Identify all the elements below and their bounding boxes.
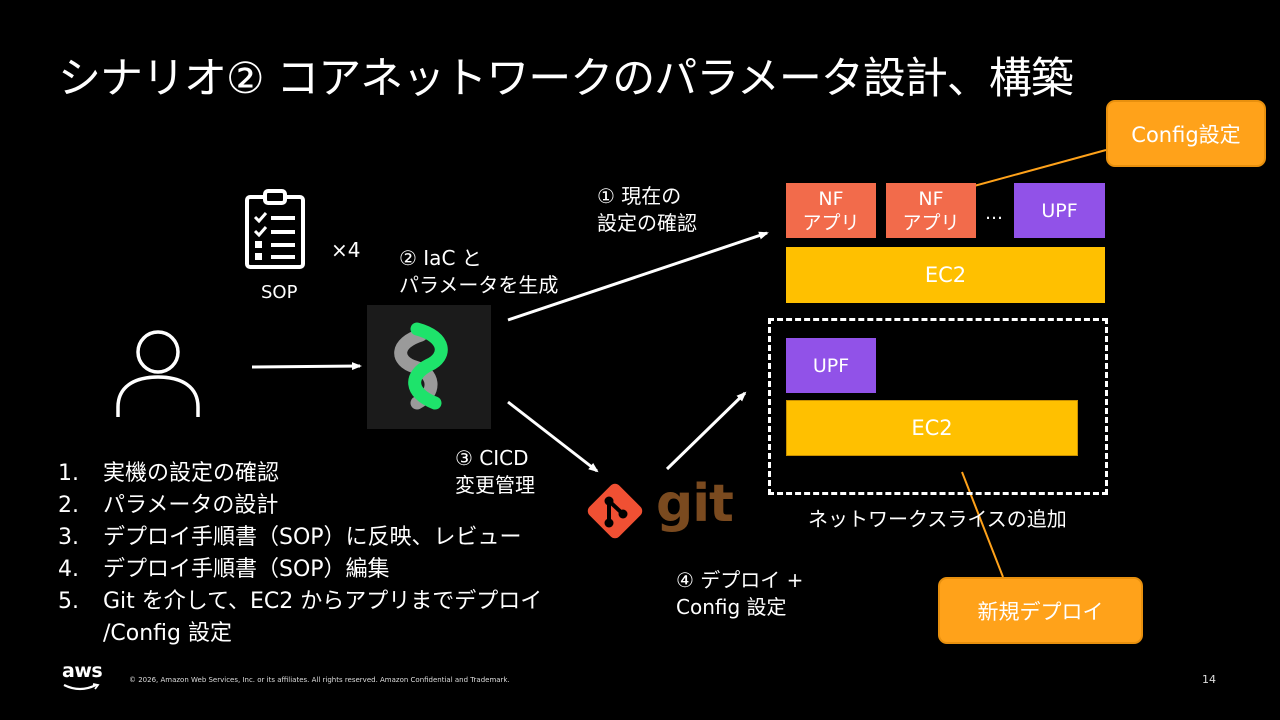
upf-existing: UPF: [1014, 183, 1105, 238]
step1-label: ① 現在の設定の確認: [597, 184, 697, 235]
git-wordmark: git: [656, 474, 734, 534]
copyright: © 2026, Amazon Web Services, Inc. or its…: [129, 676, 510, 684]
git-icon: [587, 483, 643, 539]
list-item: 3.デプロイ手順書（SOP）に反映、レビュー: [58, 525, 522, 550]
arrow-git-to-new: [665, 391, 747, 471]
aws-smile-icon: [63, 683, 100, 691]
network-slice-frame: [768, 318, 1108, 495]
config-callout-connector: [962, 149, 1107, 190]
clipboard-icon: [245, 189, 305, 269]
config-callout: Config設定: [1106, 100, 1266, 167]
page-title: シナリオ② コアネットワークのパラメータ設計、構築: [58, 54, 1074, 104]
sop-multiplier: ×4: [331, 238, 361, 262]
upf-new: UPF: [786, 338, 876, 393]
user-icon: [116, 330, 200, 417]
list-item: 5.Git を介して、EC2 からアプリまでデプロイ: [58, 589, 543, 614]
slice-caption: ネットワークスライスの追加: [808, 507, 1067, 531]
list-item: 2.パラメータの設計: [58, 493, 279, 518]
new-deploy-callout-connector: [961, 471, 1004, 578]
page-number: 14: [1202, 673, 1216, 686]
new-deploy-callout: 新規デプロイ: [938, 577, 1143, 644]
list-item: 4.デプロイ手順書（SOP）編集: [58, 557, 390, 582]
cicd-logo-icon: [367, 305, 491, 429]
arrow-user-to-cicd: [251, 362, 362, 371]
steps-list: 1.実機の設定の確認 2.パラメータの設計 3.デプロイ手順書（SOP）に反映、…: [58, 458, 542, 650]
arrow-cicd-to-existing: [507, 231, 769, 322]
ec2-existing: EC2: [786, 247, 1105, 303]
step4-label: ④ デプロイ +Config 設定: [676, 568, 804, 619]
arrow-cicd-to-git: [507, 400, 599, 473]
ec2-new: EC2: [786, 400, 1078, 456]
aws-logo: aws: [62, 660, 103, 682]
step2-label: ② IaC とパラメータを生成: [399, 246, 559, 297]
list-item: 1.実機の設定の確認: [58, 461, 280, 486]
ellipsis: …: [985, 203, 1003, 224]
list-item: /Config 設定: [103, 621, 232, 646]
sop-label: SOP: [261, 282, 298, 303]
